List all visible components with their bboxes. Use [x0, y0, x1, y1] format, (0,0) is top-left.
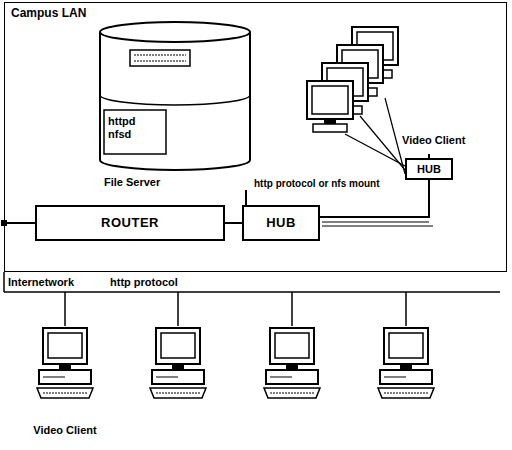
network-link	[225, 222, 242, 224]
node-label: Video Client	[402, 134, 465, 147]
node-label: httpd nfsd	[108, 115, 160, 140]
node-label: Campus LAN	[11, 7, 86, 21]
video-client-monitors	[307, 27, 405, 174]
network-label: Internetwork	[8, 276, 74, 288]
file-server-drum	[100, 22, 250, 170]
box-label: HUB	[417, 163, 441, 176]
box-label: HUB	[266, 216, 296, 231]
network-link	[245, 190, 247, 205]
internet-clients	[37, 328, 434, 398]
node-label: File Server	[104, 176, 160, 189]
file-server: httpd nfsdFile Server	[100, 20, 252, 190]
video-client: Video Client	[20, 322, 110, 442]
link-label: http protocol or nfs mount	[252, 178, 382, 189]
hub-box: HUB	[242, 205, 320, 241]
router-box: ROUTER	[35, 205, 225, 241]
video-client-group: Video Client	[300, 22, 480, 154]
box-label: ROUTER	[101, 216, 159, 231]
node-label: Video Client	[20, 424, 110, 437]
campus-lan-region: Campus LAN httpd nfsdFile ServerROUTER HUB…	[4, 2, 507, 272]
network-label: http protocol	[110, 276, 178, 288]
hub-box: HUB	[405, 158, 453, 180]
